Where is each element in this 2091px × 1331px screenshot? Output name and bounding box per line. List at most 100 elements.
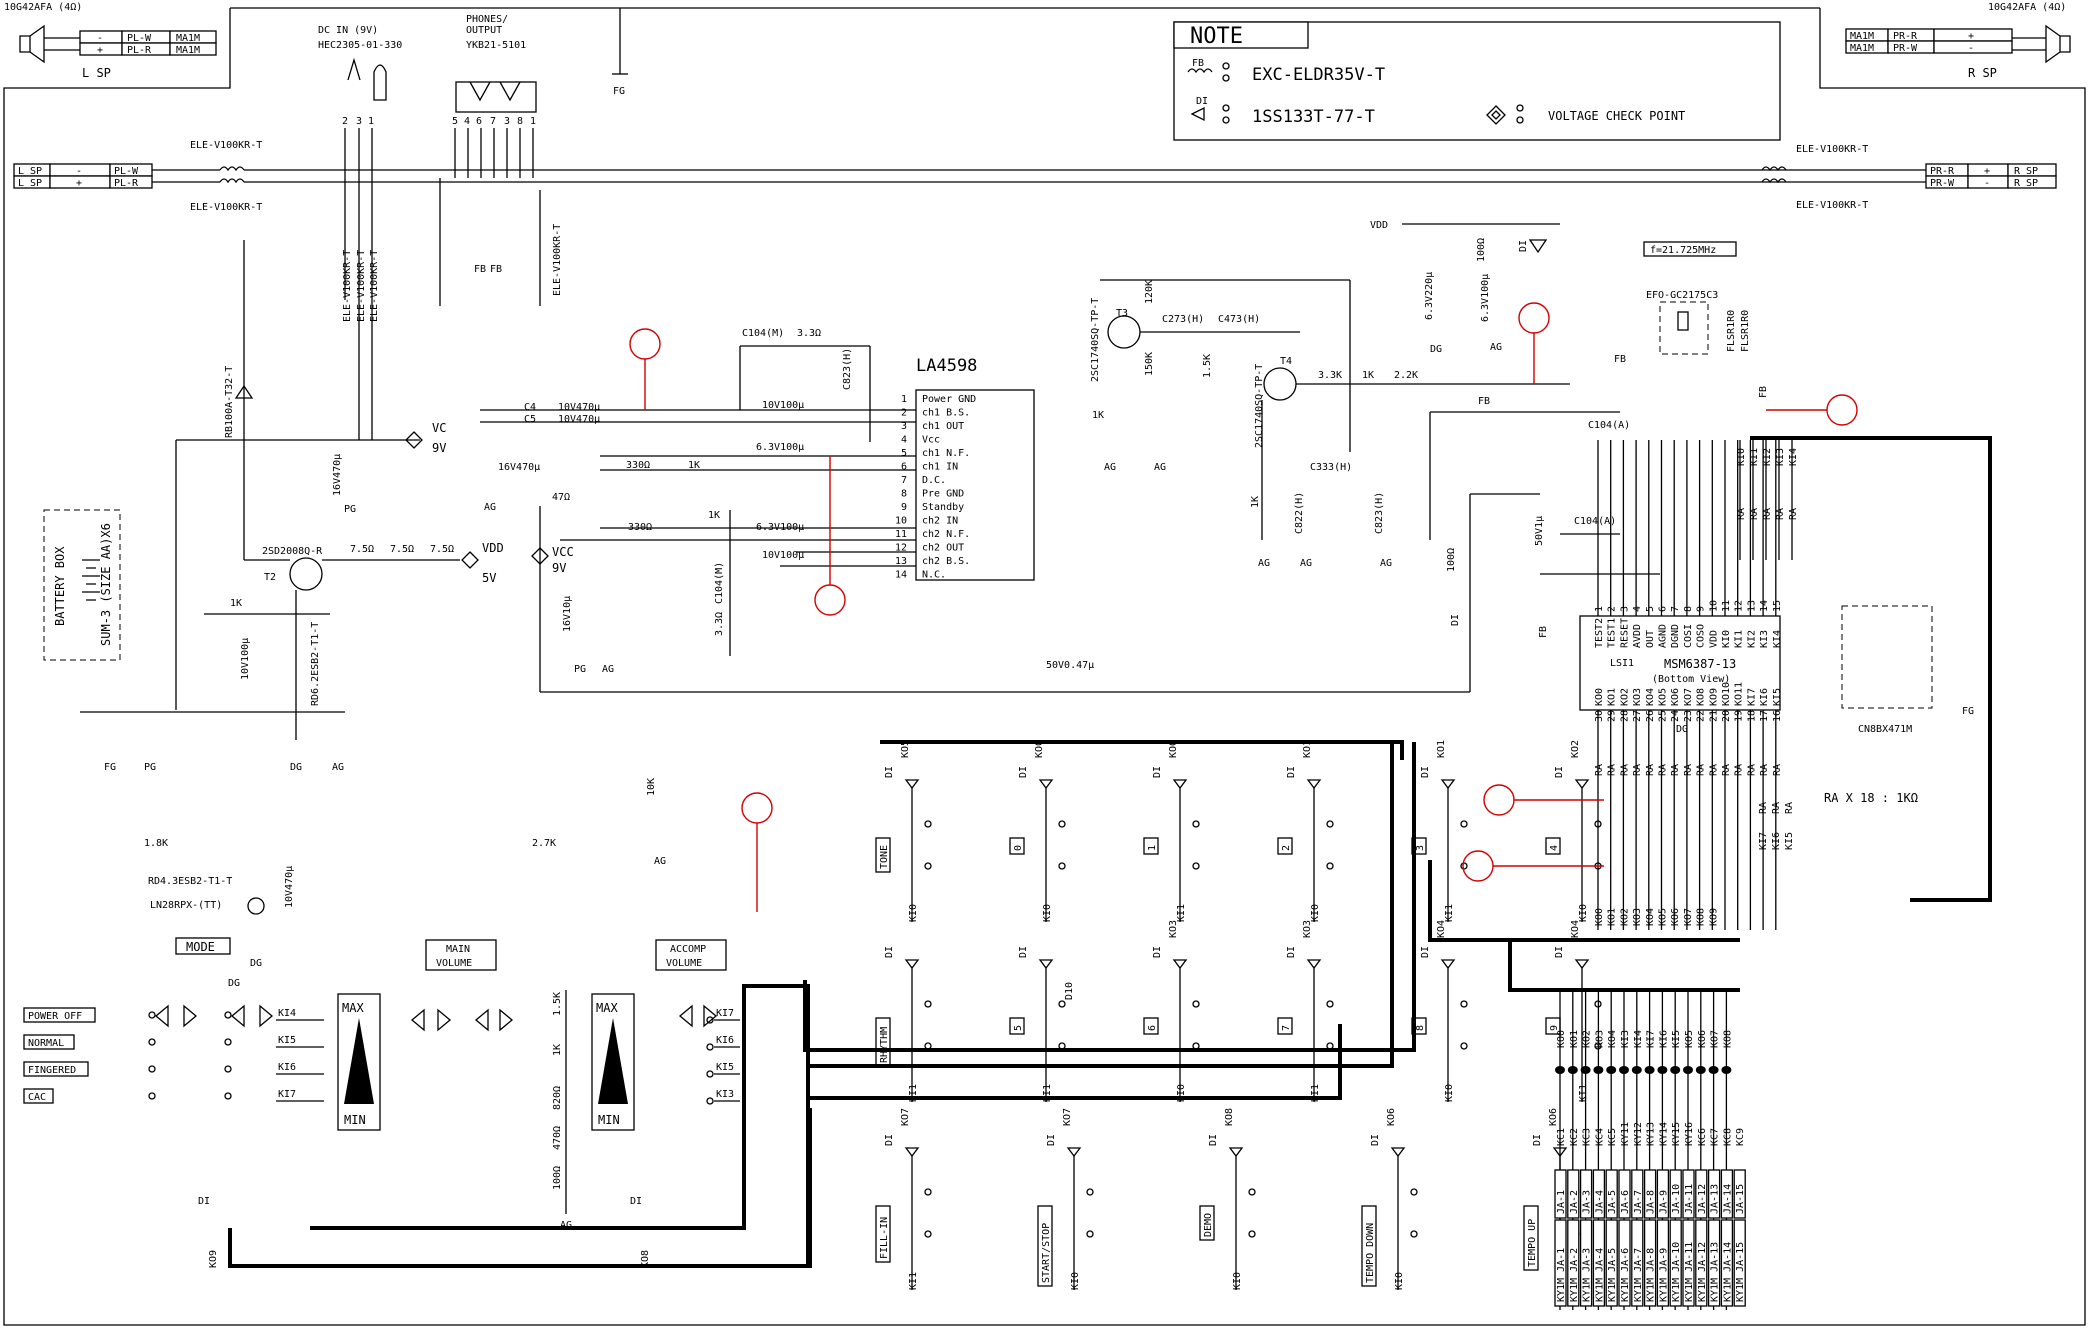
bus-kc-label: KC1 xyxy=(1556,1128,1567,1146)
phones-title-1: PHONES/ xyxy=(466,14,508,25)
main-max: MAX xyxy=(342,1001,364,1015)
mode-option[interactable] xyxy=(23,1034,75,1050)
key-button[interactable] xyxy=(1277,1017,1293,1035)
key-button[interactable] xyxy=(875,1205,891,1263)
slide-switch-icon[interactable] xyxy=(230,1004,274,1028)
ja-pin-top xyxy=(1682,1169,1695,1219)
key-button[interactable] xyxy=(1199,1205,1215,1241)
measurement-markers xyxy=(629,302,1858,912)
key-button[interactable] xyxy=(1143,837,1159,855)
di-osc-2: DI xyxy=(1450,614,1461,626)
diode-icon xyxy=(1306,959,1322,970)
key-button[interactable] xyxy=(1545,837,1561,855)
ag-osc-5: AG xyxy=(1380,558,1392,569)
slide-switch-icon[interactable] xyxy=(474,1008,514,1032)
key-ki-label: KI0 xyxy=(1310,904,1321,922)
key-button[interactable] xyxy=(1037,1205,1053,1287)
key-button[interactable] xyxy=(1277,837,1293,855)
c473: C473(H) xyxy=(1218,314,1260,325)
r22k: 2.2K xyxy=(1394,370,1418,381)
lsi-top-pin-number: 14 xyxy=(1759,600,1770,612)
bus-joint xyxy=(1619,1066,1629,1074)
pg-3: PG xyxy=(574,664,586,675)
slide-switch-icon[interactable] xyxy=(678,1004,718,1028)
bus-ja-top-label: JA-3 xyxy=(1582,1190,1593,1214)
key-button[interactable] xyxy=(1009,837,1025,855)
lsi-view: (Bottom View) xyxy=(1652,674,1730,685)
key-button[interactable] xyxy=(1523,1205,1539,1271)
rsp-pol-2: - xyxy=(1984,178,1990,189)
amp-c4: C4 xyxy=(524,402,536,413)
bus-joint xyxy=(1580,1066,1591,1074)
amp-pin-name: ch1 B.S. xyxy=(922,408,970,419)
mode-option[interactable] xyxy=(23,1061,89,1077)
mode-option[interactable] xyxy=(23,1088,54,1104)
key-contact xyxy=(1248,1230,1256,1238)
bus-kc-label: KC4 xyxy=(1594,1128,1605,1146)
key-contact xyxy=(1248,1188,1256,1196)
key-button[interactable] xyxy=(1009,1017,1025,1035)
bus-ko-label: KO7 xyxy=(1710,1030,1721,1048)
dg-1: DG xyxy=(290,762,302,773)
main-r820: 820Ω xyxy=(552,1086,563,1110)
key-contact xyxy=(1192,1000,1200,1008)
bus-ja-top-label: JA-4 xyxy=(1594,1190,1605,1214)
key-ko-label: KO6 xyxy=(1386,1108,1397,1126)
right-term-conn-2: MA1M xyxy=(1850,43,1874,54)
bus-joint xyxy=(1567,1066,1578,1074)
ja-pin-bottom xyxy=(1579,1219,1593,1307)
mode-option-label: POWER OFF xyxy=(28,1011,82,1022)
r75-1: 7.5Ω xyxy=(350,544,374,555)
main-volume-2: VOLUME xyxy=(436,958,472,969)
ra-resistor-label: RA xyxy=(1670,764,1681,776)
speaker-lines: L SP - PL-W L SP + PL-R ELE-V100KR-T ELE… xyxy=(13,140,2057,213)
key-ko-label: KO8 xyxy=(1224,1108,1235,1126)
amp-r33: 3.3Ω xyxy=(797,328,821,339)
key-button[interactable] xyxy=(1361,1205,1377,1287)
bus-joint xyxy=(1593,1066,1604,1074)
ag-osc-3: AG xyxy=(1258,558,1270,569)
mode-option[interactable] xyxy=(23,1007,96,1023)
ra-resistor-label: RA xyxy=(1762,508,1773,520)
key-diode-label: DI xyxy=(1420,946,1431,958)
lsi-part: MSM6387-13 xyxy=(1664,657,1736,671)
lsi-top-pin-number: 6 xyxy=(1658,606,1669,612)
key-diode-label: DI xyxy=(1152,766,1163,778)
lsi-top-pin-number: 12 xyxy=(1734,600,1745,612)
mode-ki-label: KI4 xyxy=(278,1008,296,1019)
bus-ja-top-label: JA-9 xyxy=(1658,1190,1669,1214)
bus-ja-top-label: JA-12 xyxy=(1697,1184,1708,1214)
ele-vert-3: ELE-V100KR-T xyxy=(369,250,380,322)
bus-ko-label: KO6 xyxy=(1697,1030,1708,1048)
lsi-bottom-pin-name: KI5 xyxy=(1772,688,1783,706)
c273: C273(H) xyxy=(1162,314,1204,325)
t2-part: 2SD2008Q-R xyxy=(262,546,323,557)
fb-osc-2: FB xyxy=(1478,396,1490,407)
main-r1k: 1K xyxy=(552,1044,563,1056)
outer-frame xyxy=(3,7,2086,1326)
key-button[interactable] xyxy=(875,837,891,873)
key-ki-label: KI0 xyxy=(1042,904,1053,922)
amp-pin-name: Vcc xyxy=(922,435,940,446)
lsi-ko-bus-label: KO5 xyxy=(1658,908,1669,926)
ja-pin-top xyxy=(1618,1169,1631,1219)
main-r470: 470Ω xyxy=(552,1126,563,1150)
vcc-9v-label: 9V xyxy=(552,561,566,575)
key-diode-label: DI xyxy=(1046,1134,1057,1146)
r75-3: 7.5Ω xyxy=(430,544,454,555)
svg-text:7: 7 xyxy=(490,116,496,127)
lsi-top-pin-name: KI3 xyxy=(1759,630,1770,648)
key-button[interactable] xyxy=(1143,1017,1159,1035)
slide-switch-icon[interactable] xyxy=(410,1008,452,1032)
amp-c823h: C823(H) xyxy=(842,348,853,390)
amp-pin-name: ch1 IN xyxy=(922,462,958,473)
bus-joint xyxy=(1695,1066,1706,1074)
slide-switch-icon[interactable] xyxy=(154,1004,198,1028)
left-speaker-terminals: - + PL-W PL-R MA1M MA1M xyxy=(79,30,217,56)
lsi-ko-bus-label: KO1 xyxy=(1607,908,1618,926)
